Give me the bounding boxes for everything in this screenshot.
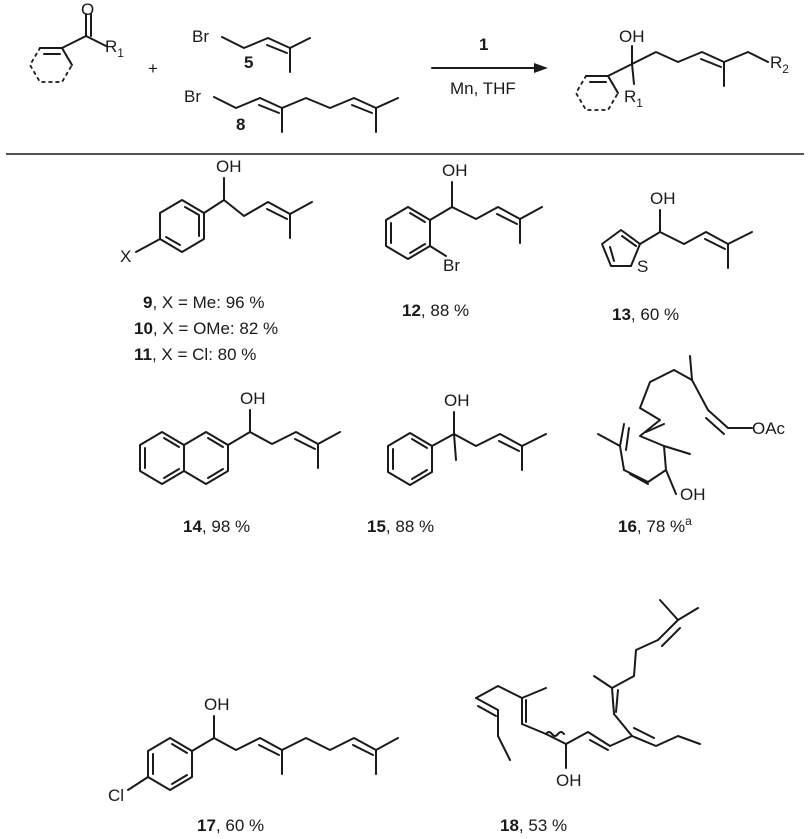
hydroxyl-label: OH [619, 27, 645, 46]
hydroxyl-label: OH [556, 771, 582, 790]
caption-14: 14, 98 % [183, 517, 250, 536]
x-substituent-label: X [120, 247, 131, 266]
bromine-label: Br [192, 27, 209, 46]
structure-16: OH OAc [597, 355, 786, 504]
caption-15: 15, 88 % [367, 517, 434, 536]
reaction-conditions: Mn, THF [450, 79, 516, 98]
caption-12: 12, 88 % [402, 301, 469, 320]
structure-9-11: X OH [120, 157, 313, 266]
structure-14: OH [139, 389, 341, 485]
ketone-reactant: O R1 [28, 0, 124, 83]
compound-number-5: 5 [244, 53, 253, 72]
sulfur-label: S [637, 257, 648, 276]
chlorine-label: Cl [108, 786, 124, 805]
hydroxyl-label: OH [216, 157, 242, 176]
oxygen-label: O [81, 0, 94, 19]
prenyl-bromide-5: Br 5 [192, 27, 311, 73]
structure-18: OH [475, 599, 701, 790]
caption-10: 10, X = OMe: 82 % [134, 319, 278, 338]
r2-label: R2 [770, 53, 789, 76]
geranyl-bromide-8: Br 8 [184, 87, 399, 134]
r1-label: R1 [105, 37, 124, 60]
caption-16: 16, 78 %a [618, 514, 692, 536]
structure-15: OH [387, 391, 547, 486]
caption-11: 11, X = Cl: 80 % [134, 345, 256, 364]
hydroxyl-label: OH [444, 391, 470, 410]
caption-13: 13, 60 % [612, 305, 679, 324]
reagent-number: 1 [479, 35, 488, 54]
bromine-label: Br [443, 256, 460, 275]
structure-17: Cl OH [108, 695, 399, 805]
compound-number-8: 8 [236, 115, 245, 134]
hydroxyl-label: OH [442, 161, 468, 180]
acetate-label: OAc [752, 419, 786, 438]
caption-9: 9, X = Me: 96 % [143, 293, 264, 312]
hydroxyl-label: OH [240, 389, 266, 408]
caption-17: 17, 60 % [197, 816, 264, 835]
caption-18: 18, 53 % [500, 816, 567, 835]
r1-label: R1 [624, 87, 643, 110]
hydroxyl-label: OH [650, 189, 676, 208]
hydroxyl-label: OH [680, 485, 706, 504]
structure-12: Br OH [385, 161, 543, 275]
structure-13: S OH [601, 189, 753, 276]
bromine-label: Br [184, 87, 201, 106]
reaction-arrow: 1 Mn, THF [431, 35, 548, 98]
general-product: OH R1 R2 [574, 27, 789, 111]
hydroxyl-label: OH [204, 695, 230, 714]
plus-sign: + [148, 59, 158, 78]
